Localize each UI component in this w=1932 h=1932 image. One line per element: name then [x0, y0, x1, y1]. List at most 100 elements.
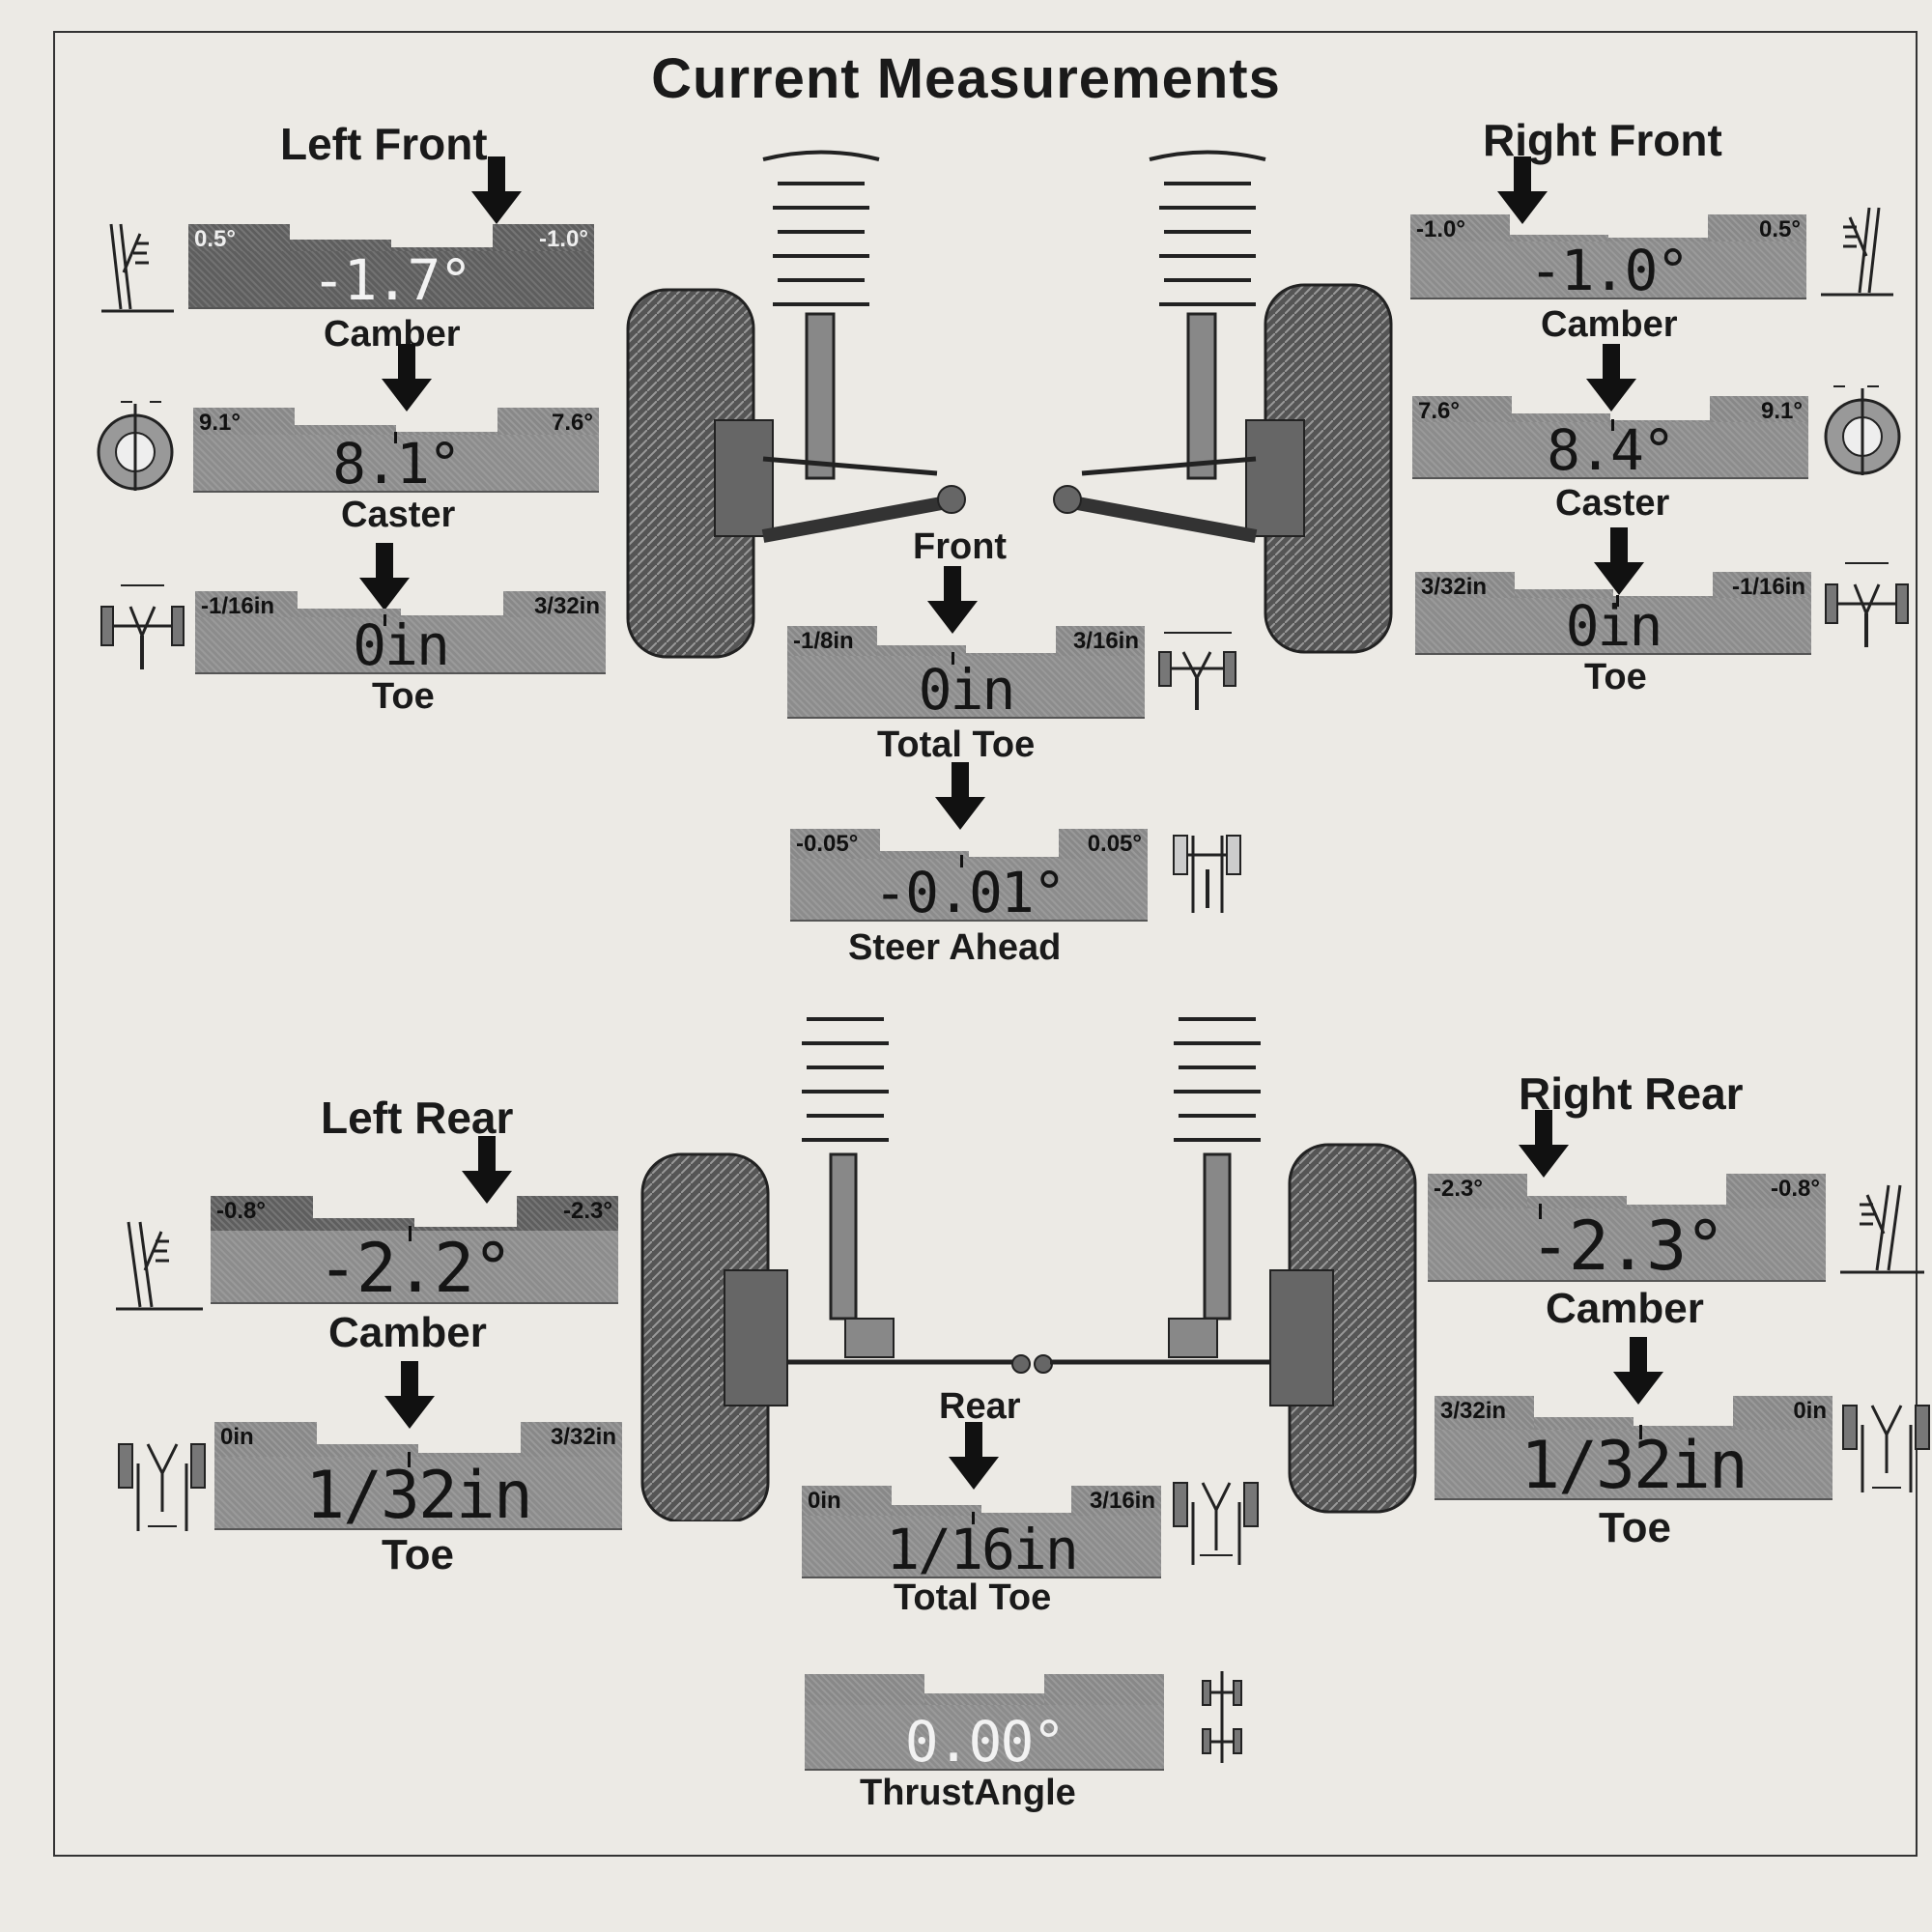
rear-total-toe-gauge: 0in 3/16in 1/16in [802, 1486, 1161, 1582]
right-rear-toe-pointer-icon [1613, 1337, 1663, 1405]
steer-ahead-pointer-icon [935, 762, 985, 830]
right-front-toe-min: 3/32in [1421, 574, 1488, 600]
left-front-toe-min: -1/16in [201, 593, 275, 619]
front-suspension-illustration [626, 150, 1393, 659]
rear-suspension-illustration [640, 1017, 1417, 1521]
right-front-caster-value: 8.4° [1547, 417, 1676, 483]
right-front-caster-pointer-icon [1586, 344, 1636, 412]
camber-angle-icon [1821, 207, 1893, 297]
left-front-camber-max: -1.0° [539, 226, 588, 252]
right-front-camber-min: -1.0° [1416, 216, 1465, 242]
left-front-camber-gauge: 0.5° -1.0° -1.7° [188, 224, 594, 313]
right-rear-camber-value: -2.3° [1529, 1207, 1726, 1286]
left-rear-toe-min: 0in [220, 1424, 254, 1450]
total-toe-icon [1158, 632, 1236, 710]
left-front-camber-pointer-icon [471, 156, 522, 224]
left-rear-toe-value: 1/32in [305, 1458, 533, 1534]
right-front-toe-label: Toe [1584, 657, 1647, 697]
rear-total-toe-pointer-icon [949, 1422, 999, 1490]
front-center-title: Front [913, 526, 1008, 567]
front-total-toe-max: 3/16in [1072, 628, 1139, 654]
right-front-camber-gauge: -1.0° 0.5° -1.0° [1410, 214, 1806, 303]
total-toe-icon [1173, 1482, 1259, 1565]
left-front-caster-value: 8.1° [332, 431, 462, 497]
right-front-camber-value: -1.0° [1528, 238, 1690, 303]
thrust-angle-value: 0.00° [904, 1709, 1066, 1775]
right-front-camber-label: Camber [1541, 304, 1678, 345]
camber-angle-icon [116, 1221, 203, 1311]
toe-angle-icon [118, 1443, 206, 1531]
right-front-toe-value: 0in [1565, 593, 1663, 659]
left-front-caster-gauge: 9.1° 7.6° 8.1° [193, 408, 599, 497]
left-rear-toe-max: 3/32in [550, 1424, 616, 1450]
left-rear-toe-gauge: 0in 3/32in 1/32in [214, 1422, 622, 1534]
right-front-toe-gauge: 3/32in -1/16in 0in [1415, 572, 1811, 659]
right-rear-camber-pointer-icon [1519, 1110, 1569, 1178]
rear-total-toe-min: 0in [808, 1488, 841, 1514]
left-front-caster-min: 9.1° [199, 410, 241, 436]
right-rear-toe-label: Toe [1599, 1504, 1671, 1551]
left-front-toe-value: 0in [353, 612, 450, 678]
steer-ahead-label: Steer Ahead [848, 927, 1062, 968]
thrust-angle-icon [1202, 1671, 1242, 1763]
left-rear-camber-label: Camber [328, 1309, 487, 1356]
left-rear-camber-max: -2.3° [563, 1198, 612, 1224]
front-total-toe-pointer-icon [927, 566, 978, 634]
front-total-toe-min: -1/8in [793, 628, 854, 654]
right-rear-toe-gauge: 3/32in 0in 1/32in [1435, 1396, 1833, 1504]
right-rear-toe-value: 1/32in [1520, 1428, 1748, 1504]
page-title: Current Measurements [651, 47, 1281, 110]
left-front-caster-max: 7.6° [552, 410, 593, 436]
rear-total-toe-max: 3/16in [1089, 1488, 1155, 1514]
rear-total-toe-value: 1/16in [886, 1517, 1079, 1582]
front-total-toe-value: 0in [918, 657, 1016, 723]
camber-angle-icon [101, 223, 174, 313]
left-rear-camber-min: -0.8° [216, 1198, 266, 1224]
right-rear-camber-max: -0.8° [1771, 1176, 1820, 1202]
toe-angle-icon [100, 584, 185, 669]
left-rear-camber-pointer-icon [462, 1136, 512, 1204]
steer-ahead-value: -0.01° [873, 860, 1066, 925]
measurements-frame [53, 31, 1918, 1857]
thrust-angle-label: ThrustAngle [860, 1773, 1076, 1813]
left-front-caster-pointer-icon [382, 344, 432, 412]
right-rear-camber-label: Camber [1546, 1285, 1704, 1332]
left-front-camber-value: -1.7° [311, 247, 473, 313]
left-rear-title: Left Rear [321, 1093, 514, 1143]
left-front-toe-max: 3/32in [533, 593, 600, 619]
right-rear-camber-gauge: -2.3° -0.8° -2.3° [1428, 1174, 1826, 1286]
right-front-caster-label: Caster [1555, 483, 1670, 524]
left-rear-camber-gauge: -0.8° -2.3° -2.2° [211, 1196, 618, 1308]
rear-center-title: Rear [939, 1386, 1021, 1427]
caster-angle-icon [1824, 385, 1901, 475]
right-front-toe-max: -1/16in [1731, 574, 1805, 600]
toe-angle-icon [1842, 1405, 1930, 1492]
left-rear-toe-label: Toe [382, 1531, 454, 1578]
left-front-title: Left Front [280, 119, 488, 169]
left-front-toe-pointer-icon [359, 543, 410, 611]
front-total-toe-label: Total Toe [877, 724, 1036, 765]
camber-angle-icon [1840, 1184, 1924, 1274]
right-front-camber-max: 0.5° [1759, 216, 1801, 242]
right-front-caster-gauge: 7.6° 9.1° 8.4° [1412, 396, 1808, 483]
steer-ahead-max: 0.05° [1087, 831, 1142, 857]
left-rear-camber-value: -2.2° [317, 1229, 514, 1308]
rear-total-toe-label: Total Toe [894, 1577, 1052, 1618]
steer-ahead-min: -0.05° [796, 831, 859, 857]
left-rear-toe-pointer-icon [384, 1361, 435, 1429]
caster-angle-icon [97, 401, 174, 491]
left-front-camber-label: Camber [324, 314, 461, 355]
left-front-caster-label: Caster [341, 495, 456, 535]
right-front-caster-max: 9.1° [1761, 398, 1803, 424]
left-front-camber-min: 0.5° [194, 226, 236, 252]
left-front-toe-label: Toe [372, 676, 435, 717]
steer-ahead-gauge: -0.05° 0.05° -0.01° [790, 829, 1148, 925]
right-rear-camber-min: -2.3° [1434, 1176, 1483, 1202]
left-front-toe-gauge: -1/16in 3/32in 0in [195, 591, 606, 678]
front-total-toe-gauge: -1/8in 3/16in 0in [787, 626, 1145, 723]
toe-angle-icon [1825, 562, 1909, 647]
right-front-caster-min: 7.6° [1418, 398, 1460, 424]
thrust-angle-gauge: 0.00° [805, 1674, 1164, 1775]
right-rear-title: Right Rear [1519, 1068, 1744, 1119]
right-rear-toe-min: 3/32in [1440, 1398, 1507, 1424]
